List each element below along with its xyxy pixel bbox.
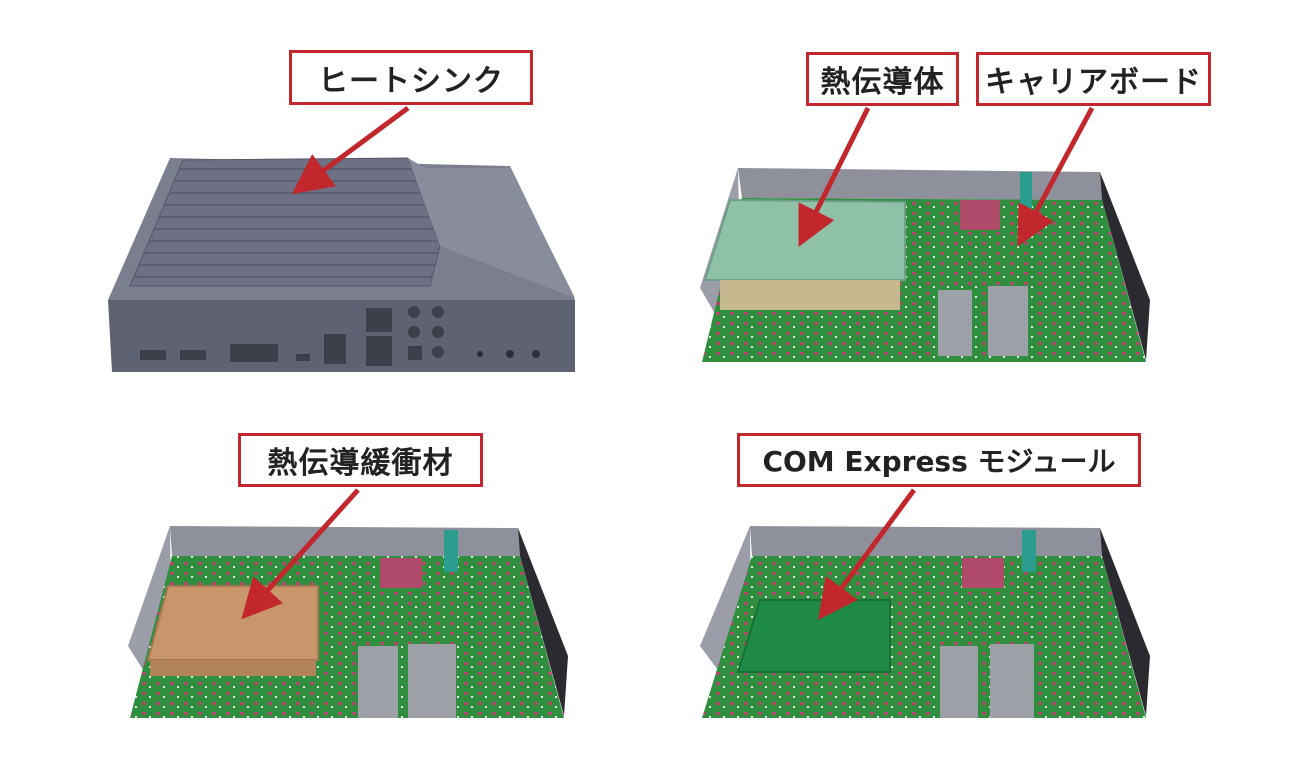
label-thermal-cushion: 熱伝導緩衝材 — [238, 433, 483, 487]
label-carrier-board: キャリアボード — [976, 52, 1211, 106]
label-com-express-module: COM Express モジュール — [737, 433, 1141, 487]
chassis-open-conductor — [700, 168, 1150, 362]
chassis-closed — [108, 158, 575, 372]
chassis-open-com — [700, 526, 1150, 718]
chassis-open-cushion — [128, 526, 568, 718]
label-thermal-conductor: 熱伝導体 — [806, 52, 959, 106]
label-heatsink: ヒートシンク — [289, 50, 533, 105]
